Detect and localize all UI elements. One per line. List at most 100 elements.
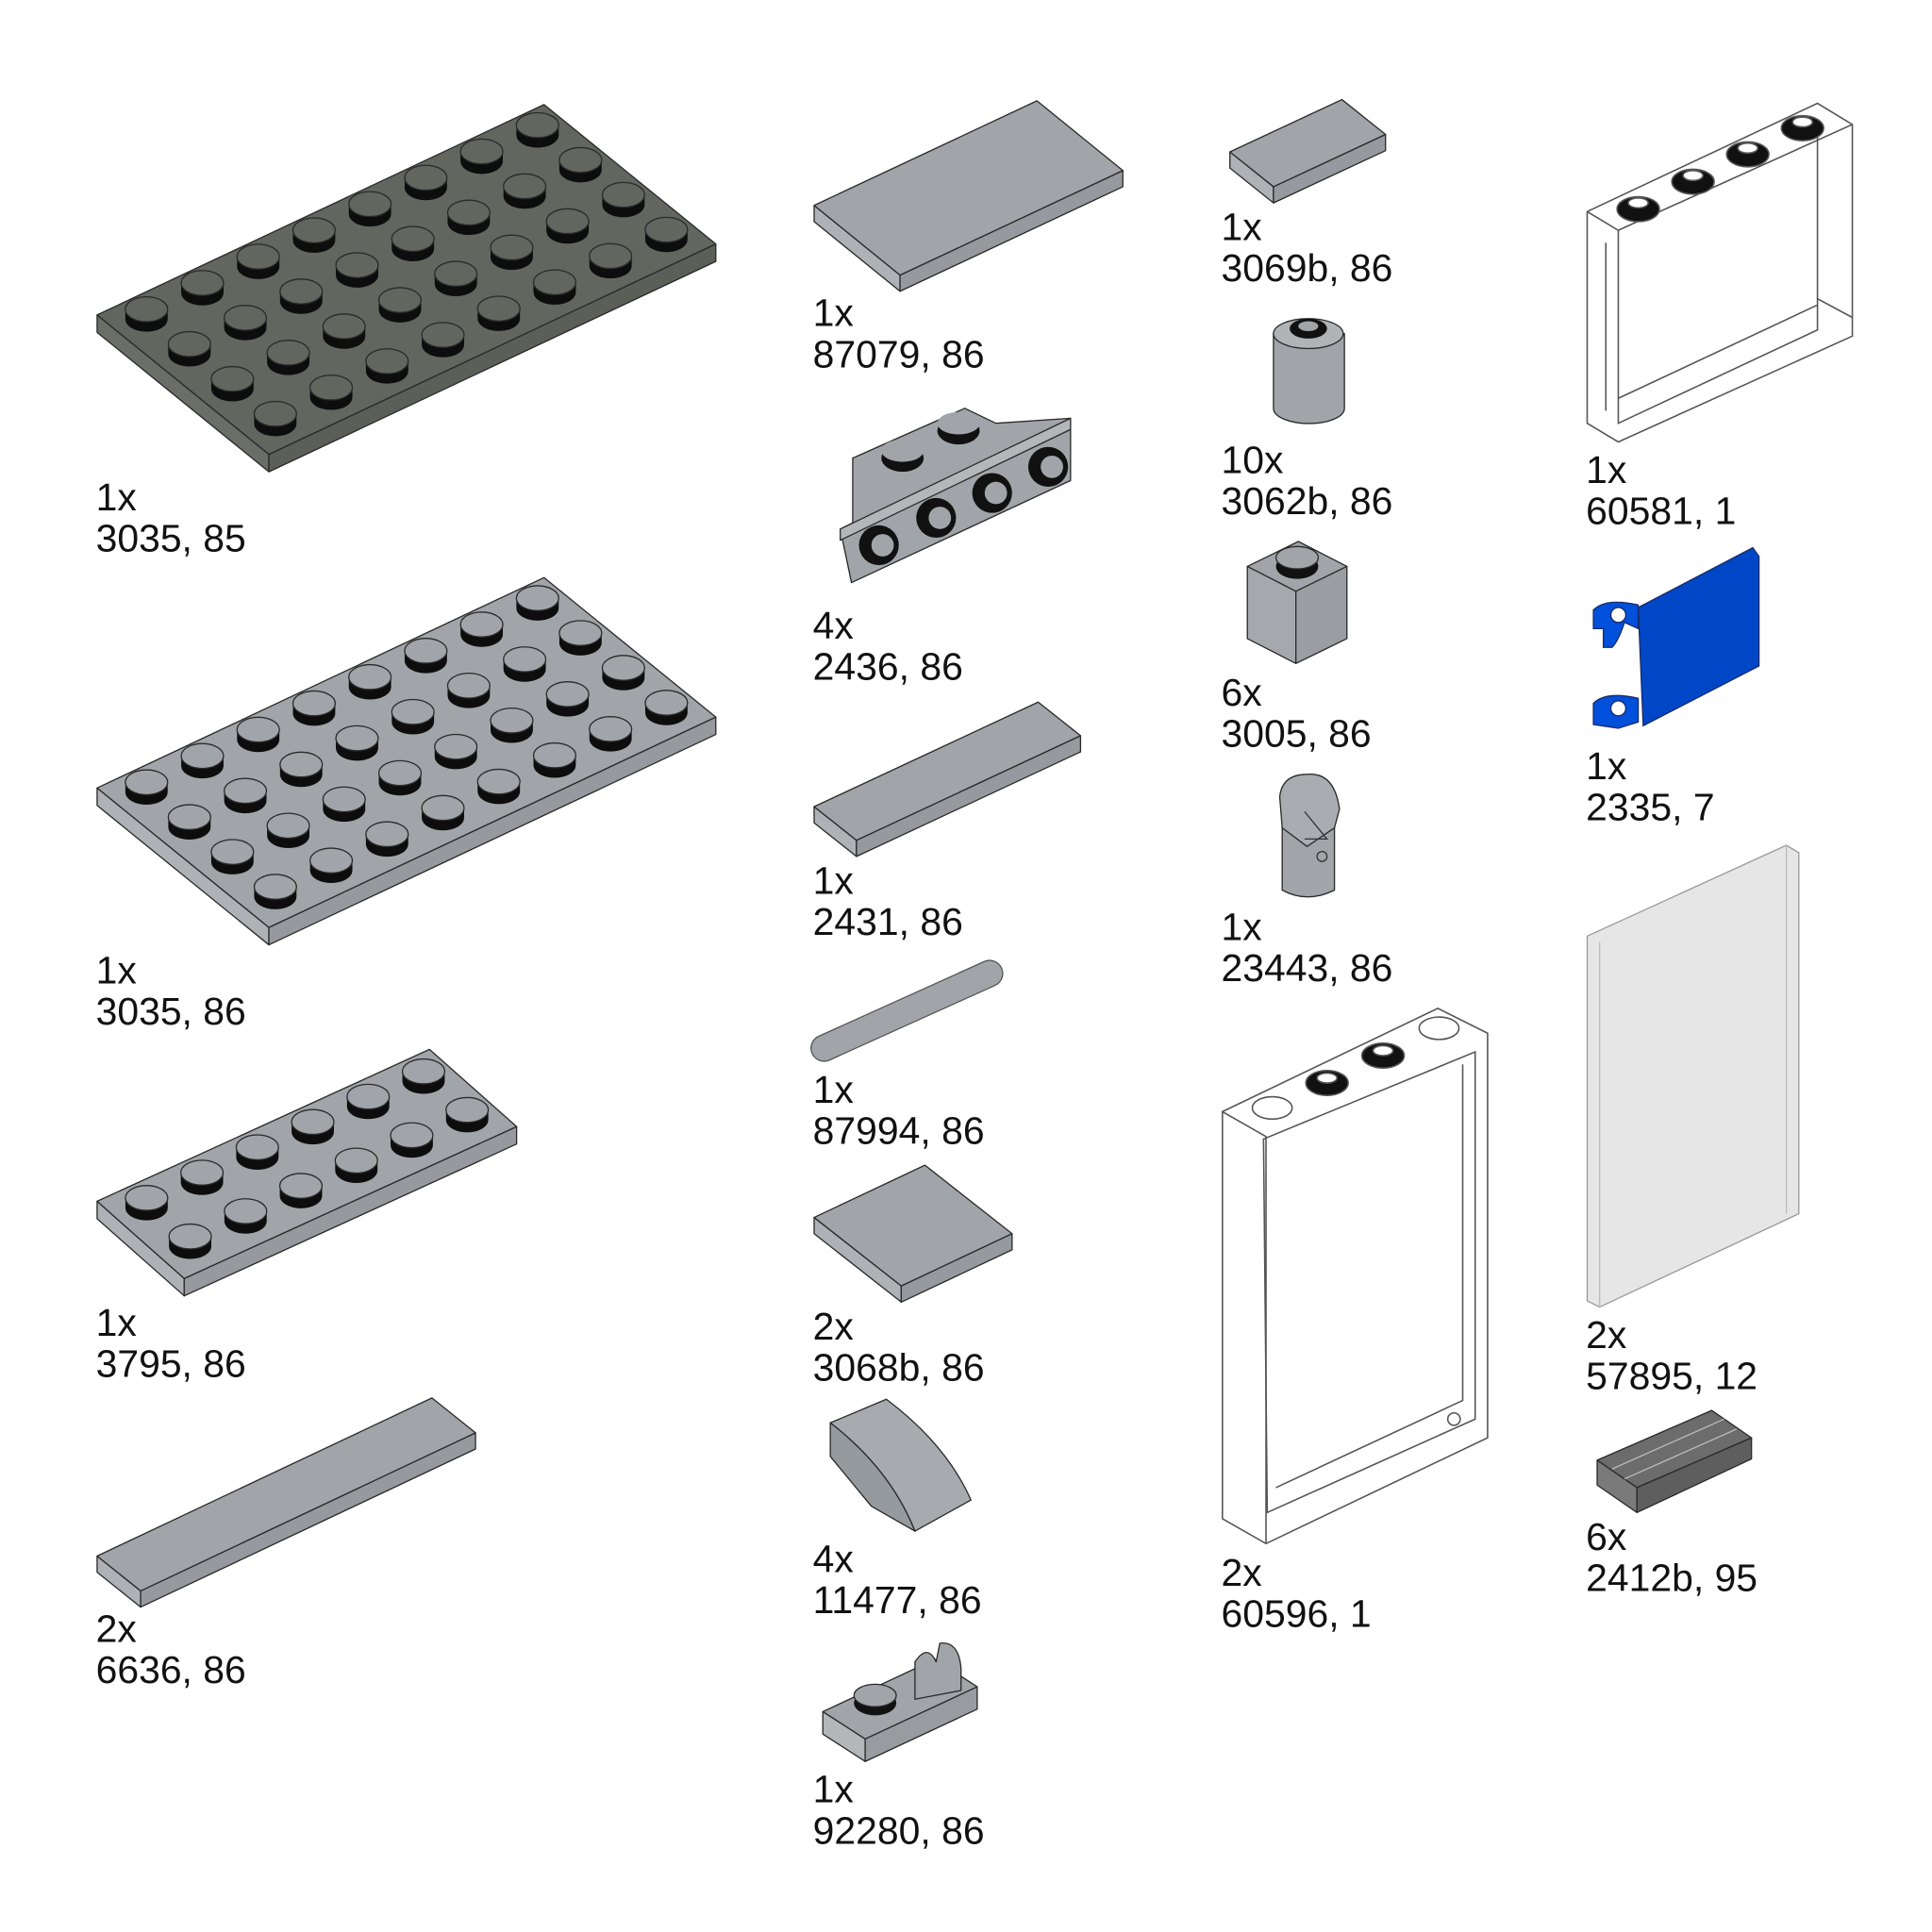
part-image-3795 xyxy=(96,1048,518,1297)
part-id-color: 2335, 7 xyxy=(1586,786,1714,829)
stud xyxy=(348,191,392,227)
part-quantity: 1x xyxy=(1586,744,1626,788)
part-quantity: 4x xyxy=(813,604,854,647)
stud xyxy=(291,690,337,726)
stud xyxy=(309,374,354,410)
stud xyxy=(446,199,491,236)
stud xyxy=(377,287,423,323)
stud xyxy=(532,269,577,306)
stud xyxy=(253,400,297,437)
part-id-color: 3062b, 86 xyxy=(1222,479,1393,523)
part-id-color: 2436, 86 xyxy=(813,644,963,688)
part-image-23443 xyxy=(1278,774,1341,898)
part-id-color: 6636, 86 xyxy=(96,1648,246,1691)
part-id-color: 3068b, 86 xyxy=(813,1345,985,1389)
stud xyxy=(236,716,280,753)
stud xyxy=(335,252,379,288)
stud xyxy=(167,804,211,840)
stud xyxy=(279,751,324,788)
plate-top xyxy=(96,104,717,456)
part-quantity: 1x xyxy=(1222,905,1262,948)
part-id-color: 87994, 86 xyxy=(813,1109,985,1153)
part-image-57895 xyxy=(1586,844,1800,1308)
part-image-60596 xyxy=(1222,1007,1489,1545)
stud xyxy=(515,111,559,148)
part-image-6636 xyxy=(96,1397,476,1608)
stud xyxy=(377,759,423,796)
plate-top xyxy=(1229,98,1387,188)
stud xyxy=(445,1096,490,1133)
stud xyxy=(224,1198,268,1234)
stud xyxy=(404,164,448,201)
part-quantity: 10x xyxy=(1222,438,1284,481)
stud xyxy=(644,216,689,253)
stud xyxy=(365,821,409,858)
stud xyxy=(503,646,547,682)
stud xyxy=(391,225,435,262)
stud xyxy=(180,270,225,306)
stud xyxy=(125,1185,169,1221)
part-id-color: 60596, 1 xyxy=(1222,1592,1372,1636)
stud xyxy=(490,707,534,743)
stud xyxy=(446,672,491,708)
stud xyxy=(490,234,534,271)
part-image-60581 xyxy=(1586,102,1854,443)
part-image-3069b xyxy=(1229,98,1387,204)
stud xyxy=(236,243,280,279)
part-image-2431 xyxy=(813,701,1082,858)
stud xyxy=(266,340,310,375)
stud xyxy=(459,611,504,647)
part-id-color: 60581, 1 xyxy=(1586,490,1736,533)
part-id-color: 57895, 12 xyxy=(1586,1355,1757,1398)
stud xyxy=(210,839,255,874)
stud xyxy=(558,146,603,183)
stud xyxy=(434,260,478,296)
part-id-color: 2431, 86 xyxy=(813,900,963,943)
stud xyxy=(253,874,297,909)
part-image-92280 xyxy=(822,1642,978,1762)
stud xyxy=(421,794,465,831)
stud xyxy=(503,173,547,209)
stud xyxy=(322,313,366,349)
stud xyxy=(476,295,521,331)
part-quantity: 1x xyxy=(96,948,137,991)
stud xyxy=(532,741,577,778)
stud xyxy=(589,242,633,279)
stud xyxy=(365,348,409,384)
stud xyxy=(644,690,689,725)
part-id-color: 2412b, 95 xyxy=(1586,1556,1757,1599)
stud xyxy=(210,365,255,402)
stud xyxy=(309,847,354,883)
part-quantity: 1x xyxy=(1586,448,1626,491)
part-id-color: 3069b, 86 xyxy=(1222,246,1393,290)
stud xyxy=(589,716,633,752)
stud xyxy=(335,724,379,761)
plate-top xyxy=(96,576,717,928)
part-image-87994 xyxy=(810,959,1004,1062)
stud xyxy=(391,698,435,735)
part-id-color: 23443, 86 xyxy=(1222,946,1393,990)
part-quantity: 1x xyxy=(813,291,854,335)
stud xyxy=(404,638,448,674)
part-quantity: 1x xyxy=(1222,206,1262,249)
part-image-11477 xyxy=(829,1398,972,1532)
stud xyxy=(601,655,645,691)
stud xyxy=(401,1058,446,1094)
part-id-color: 11477, 86 xyxy=(813,1578,982,1622)
part-id-color: 3795, 86 xyxy=(96,1341,246,1385)
